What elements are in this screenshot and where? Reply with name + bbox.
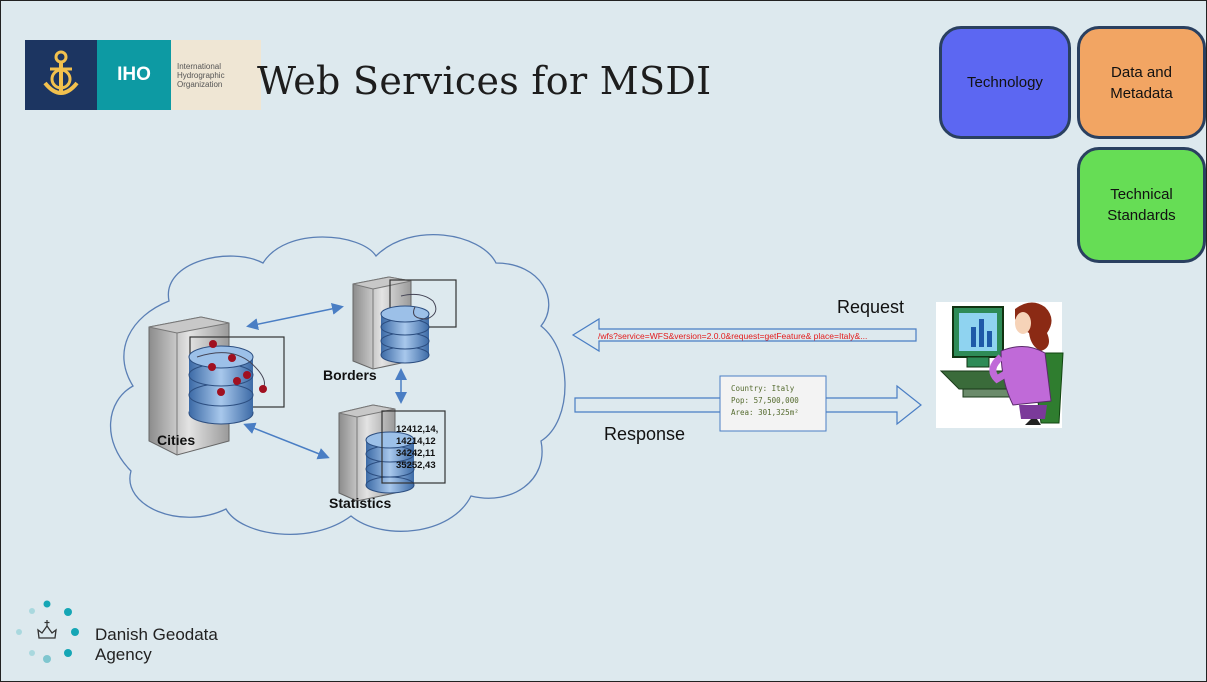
user-at-computer-icon xyxy=(936,302,1064,428)
crown-dots-icon xyxy=(16,600,79,663)
standards-box-label-2: Standards xyxy=(1107,207,1176,224)
request-url: /wfs?service=WFS&version=2.0.0&request=g… xyxy=(598,331,867,341)
technology-box-label: Technology xyxy=(967,74,1043,91)
iho-logo-text: IHO xyxy=(97,40,171,110)
cities-label: Cities xyxy=(157,432,195,448)
response-line-3: Area: 301,325m² xyxy=(731,408,799,417)
borders-label: Borders xyxy=(323,367,377,383)
response-line-1: Country: Italy xyxy=(731,384,795,393)
iho-org-name: International Hydrographic Organization xyxy=(171,40,261,110)
data-box-label-1: Data and xyxy=(1111,63,1172,81)
borders-server-icon xyxy=(352,276,457,370)
cloud-shape xyxy=(109,234,566,535)
stats-value-1: 12412,14, xyxy=(396,424,438,435)
data-box-label-2: Metadata xyxy=(1110,84,1173,102)
standards-box-label-1: Technical xyxy=(1110,186,1173,203)
cities-borders-arrow xyxy=(246,302,344,331)
response-line-2: Pop: 57,500,000 xyxy=(731,396,799,405)
cities-server-icon xyxy=(148,316,285,456)
request-label: Request xyxy=(837,297,904,317)
statistics-label: Statistics xyxy=(329,495,391,511)
stats-value-2: 14214,12 xyxy=(396,436,436,447)
response-box xyxy=(719,375,827,432)
anchor-emblem-icon xyxy=(25,40,97,110)
iho-logo: IHO International Hydrographic Organizat… xyxy=(25,40,261,110)
statistics-server-icon xyxy=(338,404,446,502)
slide-title: Web Services for MSDI xyxy=(257,59,712,103)
danish-geodata-agency-logo: Danish Geodata Agency xyxy=(9,596,249,676)
response-label: Response xyxy=(604,424,685,444)
stats-value-4: 35252,43 xyxy=(396,460,436,471)
request-arrow xyxy=(571,317,917,353)
technology-box: Technology xyxy=(939,26,1071,139)
agency-name: Danish Geodata Agency xyxy=(95,625,218,664)
cities-statistics-arrow xyxy=(243,422,330,460)
stats-value-3: 34242,11 xyxy=(396,448,436,459)
